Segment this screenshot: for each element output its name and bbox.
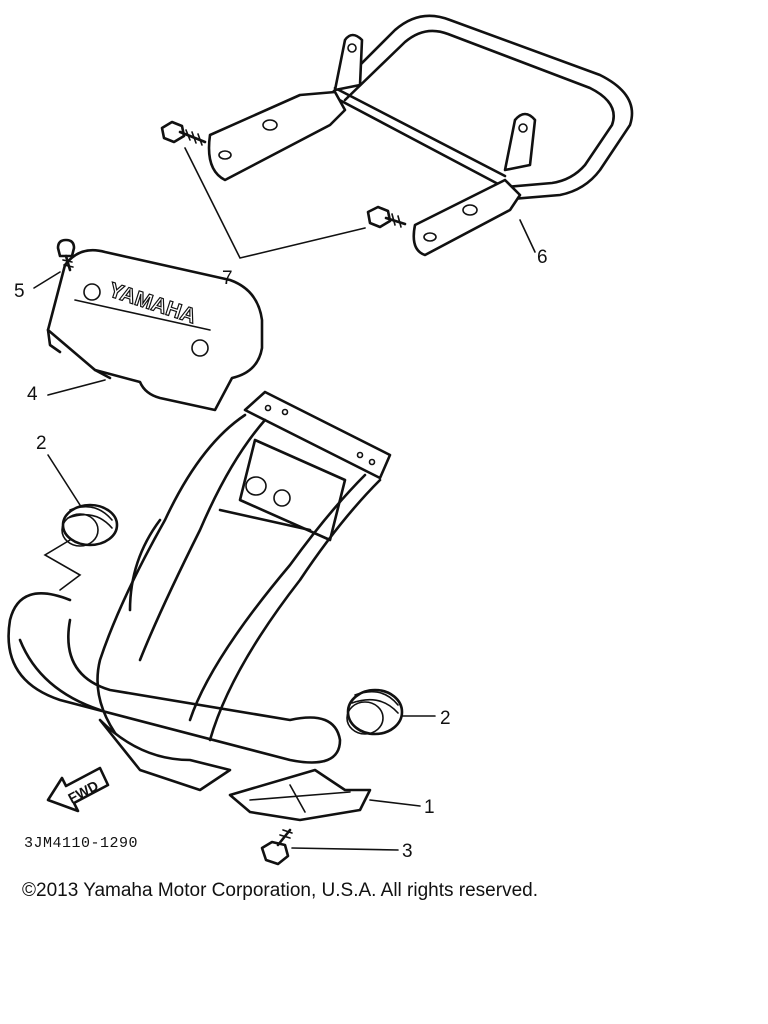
skid-plate-part-1 bbox=[228, 768, 372, 822]
callout-2-upper: 2 bbox=[36, 433, 47, 454]
fwd-arrow-icon: FWD bbox=[46, 766, 110, 813]
callout-3: 3 bbox=[402, 841, 413, 862]
bolt-part-3 bbox=[260, 828, 293, 866]
bolt-part-7-upper bbox=[160, 120, 207, 146]
bolt-part-5 bbox=[56, 238, 76, 272]
callout-7: 7 bbox=[222, 268, 233, 289]
cover-part-4: YAMAHA bbox=[46, 248, 264, 412]
callout-1: 1 bbox=[424, 797, 435, 818]
callout-2-lower: 2 bbox=[440, 708, 451, 729]
leader-lines bbox=[33, 219, 536, 851]
grommet-position-line bbox=[43, 539, 82, 591]
grommet-part-2-lower bbox=[346, 688, 404, 736]
diagram-code: 3JM4110-1290 bbox=[24, 835, 138, 852]
callout-6: 6 bbox=[537, 247, 548, 268]
leader-lines-7 bbox=[184, 147, 366, 259]
grommet-part-2-upper bbox=[61, 503, 119, 547]
grab-bar-part-6 bbox=[207, 14, 634, 257]
callout-5: 5 bbox=[14, 281, 25, 302]
front-bumper-frame bbox=[7, 390, 392, 792]
parts-diagram: YAMAHA bbox=[7, 14, 634, 866]
bolt-part-7-lower bbox=[366, 205, 407, 229]
copyright-notice: ©2013 Yamaha Motor Corporation, U.S.A. A… bbox=[22, 880, 538, 901]
callout-4: 4 bbox=[27, 384, 38, 405]
